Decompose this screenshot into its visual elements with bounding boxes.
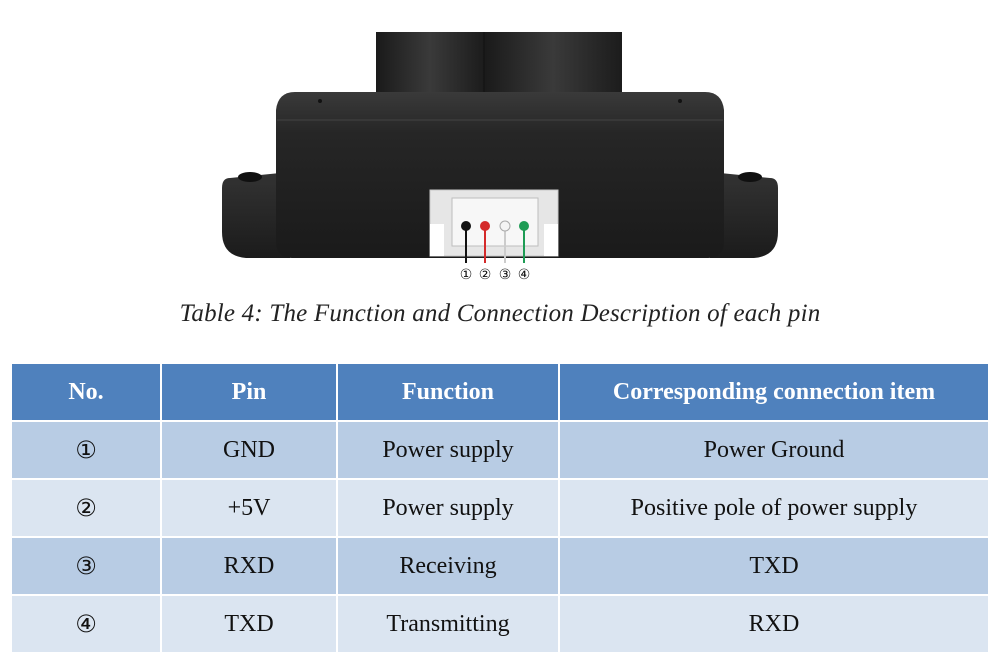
- cell-function: Transmitting: [338, 596, 558, 652]
- pin-3-dot: [499, 220, 511, 232]
- cell-connection: TXD: [560, 538, 988, 594]
- table-row: ③ RXD Receiving TXD: [12, 538, 988, 594]
- cell-connection: Power Ground: [560, 422, 988, 478]
- header-no: No.: [12, 364, 160, 420]
- cell-connection: RXD: [560, 596, 988, 652]
- sensor-module-image: ① ② ③ ④: [222, 32, 778, 283]
- pin-4-dot: [519, 221, 529, 231]
- cell-pin: GND: [162, 422, 336, 478]
- cell-no: ④: [12, 596, 160, 652]
- module-body: [276, 92, 724, 258]
- flange-right: [710, 172, 778, 258]
- header-pin: Pin: [162, 364, 336, 420]
- flange-left: [222, 172, 290, 258]
- table-row: ① GND Power supply Power Ground: [12, 422, 988, 478]
- cell-pin: +5V: [162, 480, 336, 536]
- cell-pin: TXD: [162, 596, 336, 652]
- table-header-row: No. Pin Function Corresponding connectio…: [12, 364, 988, 420]
- pin-marker-2: ②: [479, 267, 492, 283]
- cell-no: ③: [12, 538, 160, 594]
- cell-function: Power supply: [338, 480, 558, 536]
- table-row: ④ TXD Transmitting RXD: [12, 596, 988, 652]
- pin-2-dot: [480, 221, 490, 231]
- cell-pin: RXD: [162, 538, 336, 594]
- header-connection: Corresponding connection item: [560, 364, 988, 420]
- pin-1-dot: [461, 221, 471, 231]
- pin-marker-4: ④: [518, 267, 531, 283]
- cell-no: ②: [12, 480, 160, 536]
- table-caption: Table 4: The Function and Connection Des…: [179, 300, 821, 327]
- header-function: Function: [338, 364, 558, 420]
- cell-connection: Positive pole of power supply: [560, 480, 988, 536]
- cell-function: Receiving: [338, 538, 558, 594]
- pin-marker-1: ①: [460, 267, 473, 283]
- pin-marker-3: ③: [499, 267, 512, 283]
- pin-wires: [461, 220, 529, 263]
- cell-no: ①: [12, 422, 160, 478]
- pin-table: No. Pin Function Corresponding connectio…: [10, 362, 990, 654]
- cell-function: Power supply: [338, 422, 558, 478]
- table-row: ② +5V Power supply Positive pole of powe…: [12, 480, 988, 536]
